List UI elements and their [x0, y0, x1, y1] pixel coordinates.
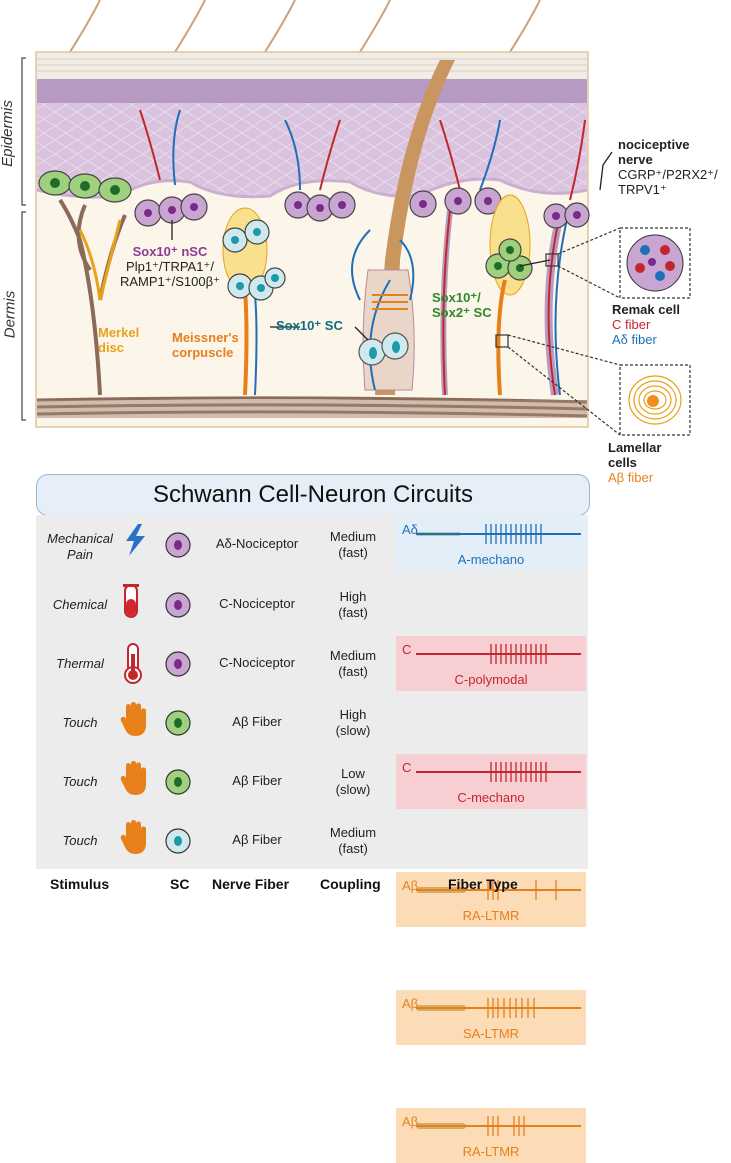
fiber-name: RA-LTMR — [462, 1144, 520, 1159]
fiber-symbol: Aβ — [402, 996, 419, 1011]
hand-icon — [120, 819, 148, 859]
lamellar-corpuscle — [485, 194, 533, 396]
lightning-icon — [120, 523, 150, 561]
skin-illustration — [21, 0, 691, 436]
sc-cell-icon — [164, 650, 192, 682]
nerve-fiber-label: C-Nociceptor — [219, 655, 295, 670]
thermometer-icon — [120, 642, 146, 688]
footer-coupling: Coupling — [320, 876, 381, 892]
sox10-sox2-label: Sox10⁺/Sox2⁺ SC — [432, 290, 492, 320]
fiber-symbol: C — [402, 760, 412, 775]
table-row: Thermal C-Nociceptor Medium(fast) C C-mechan… — [36, 634, 588, 809]
sc-cell-icon — [164, 709, 192, 741]
coupling-label: High(slow) — [335, 707, 371, 738]
stimulus-label: Thermal — [56, 656, 104, 671]
fiber-symbol: Aβ — [402, 1114, 419, 1129]
fiber-name: SA-LTMR — [462, 1026, 520, 1041]
fiber-type-panel: C C-polymodal — [396, 636, 586, 691]
lamellar-cell-icon — [628, 375, 682, 425]
sc-cell-icon — [164, 768, 192, 800]
footer-fiber-type: Fiber Type — [448, 876, 518, 892]
nerve-fiber-label: Aδ-Nociceptor — [215, 536, 299, 551]
sc-cell-icon — [164, 591, 192, 623]
nsc-cells — [134, 187, 590, 229]
sc-cell-icon — [164, 827, 192, 859]
merkel-disc — [38, 170, 132, 396]
sox10-sc-label: Sox10⁺ SC — [276, 318, 343, 333]
fiber-symbol: Aβ — [402, 878, 419, 893]
remak-cell-icon — [626, 234, 684, 292]
coupling-label: Low(slow) — [335, 766, 371, 797]
remak-label: Remak cell C fiber Aδ fiber — [612, 302, 680, 347]
hand-icon — [120, 760, 148, 800]
fiber-type-panel: C C-mechano — [396, 754, 586, 809]
fiber-symbol: C — [402, 642, 412, 657]
nerve-fiber-label: Aβ Fiber — [232, 714, 282, 729]
stimulus-label: Touch — [62, 715, 98, 730]
hand-icon — [120, 701, 148, 741]
nerve-fiber-label: Aβ Fiber — [232, 832, 282, 847]
hair-follicle — [351, 60, 455, 395]
stimulus-label: Touch — [62, 833, 98, 848]
stimulus-label: Chemical — [52, 597, 108, 612]
coupling-label: Medium(fast) — [329, 825, 377, 856]
footer-stimulus: Stimulus — [50, 876, 110, 892]
nociceptive-nerves — [139, 109, 586, 396]
fiber-name: C-mechano — [457, 790, 525, 805]
footer-nerve: Nerve Fiber — [212, 876, 290, 892]
fiber-name: A-mechano — [457, 552, 525, 567]
coupling-label: Medium(fast) — [329, 529, 377, 560]
coupling-label: High(fast) — [338, 589, 368, 620]
fiber-symbol: Aδ — [402, 522, 418, 537]
nerve-fiber-label: C-Nociceptor — [219, 596, 295, 611]
stimulus-label: Touch — [62, 774, 98, 789]
test-tube-icon — [120, 583, 142, 625]
circuits-title: Schwann Cell-Neuron Circuits — [36, 474, 590, 516]
nsc-label: Sox10⁺ nSC Plp1⁺/TRPA1⁺/RAMP1⁺/S100β⁺ — [120, 244, 220, 289]
fiber-name: RA-LTMR — [462, 908, 520, 923]
sc-cell-icon — [164, 531, 192, 563]
nerve-fiber-label: Aβ Fiber — [232, 773, 282, 788]
fiber-name: C-polymodal — [454, 672, 528, 687]
epidermis-label: Epidermis — [0, 100, 16, 167]
footer-sc: SC — [170, 876, 190, 892]
coupling-label: Medium(fast) — [329, 648, 377, 679]
meissner-corpuscle — [222, 207, 286, 396]
dermis-label: Dermis — [1, 290, 19, 339]
hair-strands — [69, 0, 541, 53]
